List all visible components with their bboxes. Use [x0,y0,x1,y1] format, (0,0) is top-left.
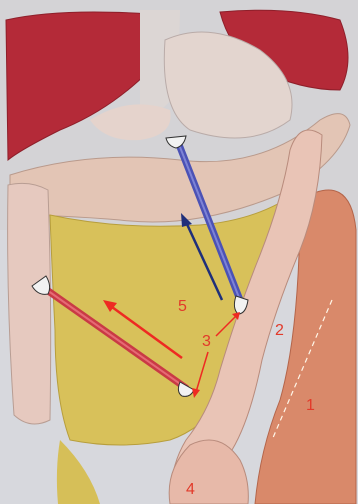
label-1: 1 [306,398,315,414]
label-4: 4 [186,482,195,498]
label-2: 2 [275,323,284,339]
left-colon-limb [8,183,51,424]
label-5: 5 [178,299,187,315]
label-3: 3 [202,334,211,350]
